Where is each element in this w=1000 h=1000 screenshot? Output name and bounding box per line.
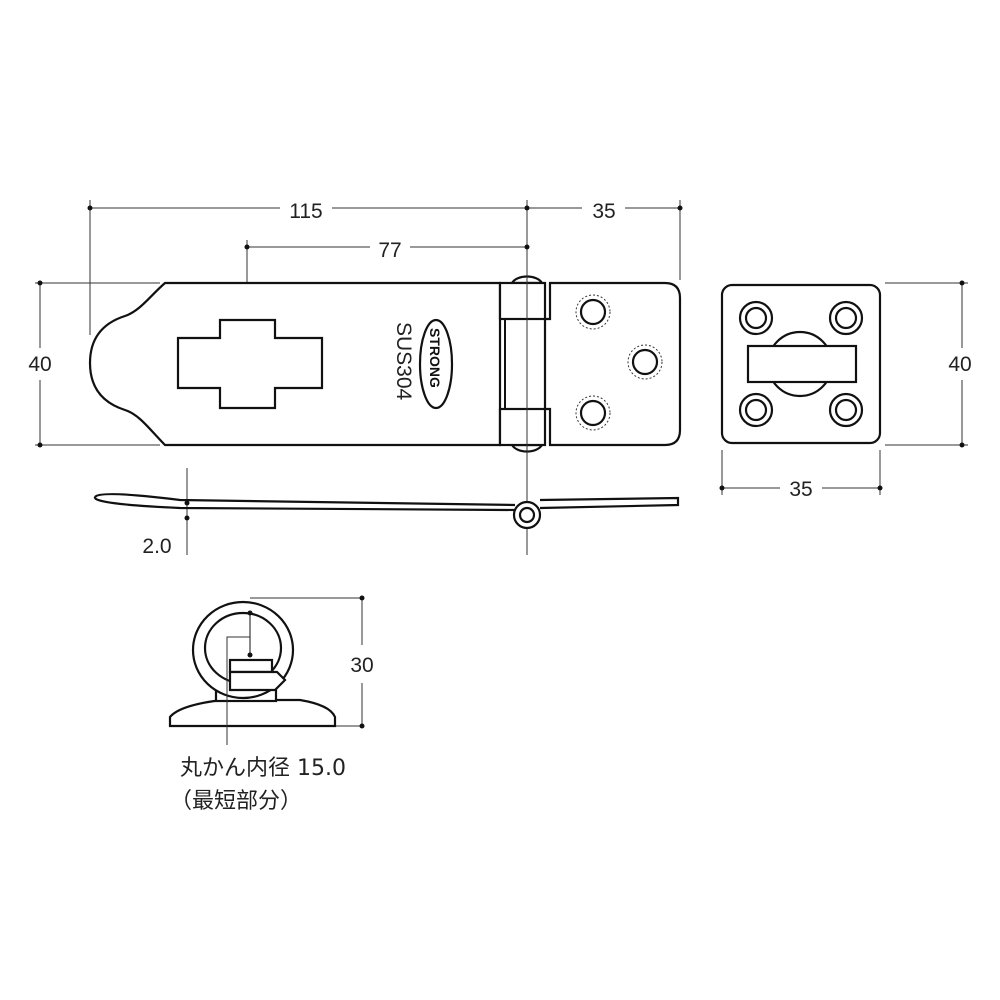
dim-thickness: 2.0 [142, 535, 171, 558]
ring-note-qualifier: （最短部分） [170, 789, 302, 814]
dim-40-left: 40 [28, 353, 51, 376]
dimension-dots [37, 205, 965, 729]
dimension-lines [35, 200, 968, 727]
dim-115: 115 [289, 200, 322, 223]
dim-77: 77 [378, 239, 401, 262]
ring-inner-diameter-note: 丸かん内径 15.0 [180, 756, 346, 781]
hasp-top-view: STRONG SUS304 [88, 270, 682, 460]
material-marking: SUS304 [392, 322, 415, 401]
dim-35-bottom: 35 [789, 478, 812, 501]
dim-35-top: 35 [592, 200, 615, 223]
dim-40-right: 40 [948, 353, 971, 376]
staple-side-view [168, 600, 337, 745]
slot [176, 318, 324, 410]
screw-holes [575, 294, 663, 431]
staple-top-view [720, 283, 882, 445]
dim-30: 30 [350, 654, 373, 677]
svg-text:STRONG: STRONG [427, 328, 443, 388]
strong-logo: STRONG [418, 318, 454, 410]
hasp-side-view [93, 493, 680, 530]
